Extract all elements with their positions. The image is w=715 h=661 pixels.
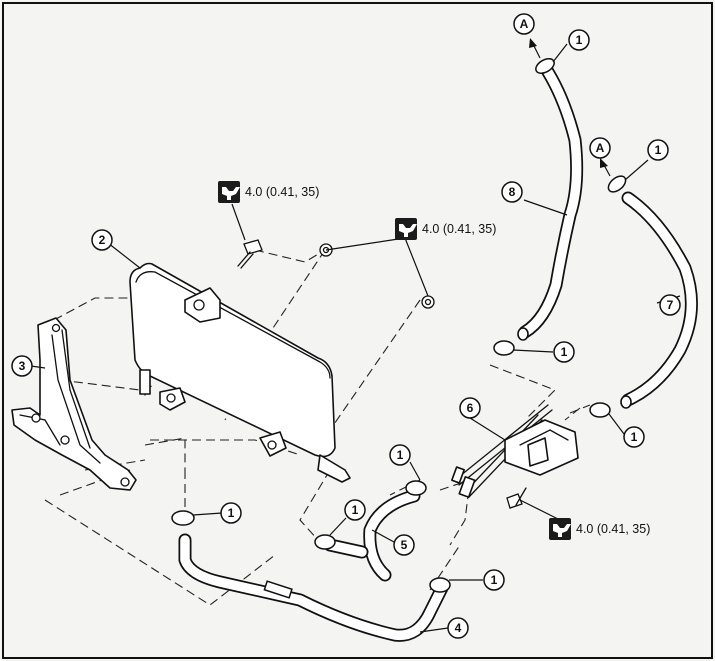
callout-leaders (30, 43, 681, 633)
callout-1-b: 1 (647, 139, 669, 161)
svg-text:1: 1 (397, 448, 404, 462)
part-4-hose (178, 533, 449, 642)
svg-text:1: 1 (561, 345, 568, 359)
svg-text:8: 8 (509, 185, 516, 199)
callout-2: 2 (91, 229, 113, 251)
callout-1-g: 1 (220, 502, 242, 524)
svg-text:A: A (520, 17, 529, 31)
svg-text:4.0 (0.41, 35): 4.0 (0.41, 35) (576, 522, 650, 536)
callout-4: 4 (447, 617, 469, 639)
tank-fasteners (237, 239, 435, 309)
svg-text:1: 1 (352, 503, 359, 517)
svg-text:4.0 (0.41, 35): 4.0 (0.41, 35) (245, 185, 319, 199)
part-8-hose (517, 65, 584, 341)
svg-text:1: 1 (631, 430, 638, 444)
callout-8: 8 (501, 181, 523, 203)
svg-text:A: A (596, 141, 605, 155)
callout-5: 5 (393, 534, 415, 556)
svg-text:6: 6 (467, 401, 474, 415)
callout-6: 6 (459, 397, 481, 419)
part-7-hose (620, 191, 698, 409)
view-direction-arrows (529, 38, 611, 177)
svg-text:1: 1 (576, 33, 583, 47)
part-3-mounting-bracket (11, 317, 137, 491)
torque-spec-1: 4.0 (0.41, 35) (218, 181, 319, 203)
torque-spec-2: 4.0 (0.41, 35) (395, 218, 496, 240)
callout-1-h: 1 (483, 569, 505, 591)
svg-text:1: 1 (228, 506, 235, 520)
callout-7: 7 (659, 294, 681, 316)
svg-text:3: 3 (19, 359, 26, 373)
part-5-hose (323, 489, 421, 582)
callout-1-c: 1 (553, 341, 575, 363)
part-6-pipe-assembly (451, 404, 579, 509)
callout-1-d: 1 (623, 426, 645, 448)
svg-text:2: 2 (99, 233, 106, 247)
callout-1-a: 1 (568, 29, 590, 51)
svg-text:1: 1 (491, 573, 498, 587)
part-2-reservoir-tank (129, 262, 351, 483)
svg-text:1: 1 (655, 143, 662, 157)
svg-text:7: 7 (667, 298, 674, 312)
callout-A-b: A (589, 137, 611, 159)
callout-1-e: 1 (389, 444, 411, 466)
callout-1-f: 1 (344, 499, 366, 521)
svg-text:4.0 (0.41, 35): 4.0 (0.41, 35) (422, 222, 496, 236)
svg-text:4: 4 (455, 621, 462, 635)
callout-A-a: A (513, 13, 535, 35)
svg-text:5: 5 (401, 538, 408, 552)
torque-spec-3: 4.0 (0.41, 35) (549, 518, 650, 540)
callout-3: 3 (11, 355, 33, 377)
